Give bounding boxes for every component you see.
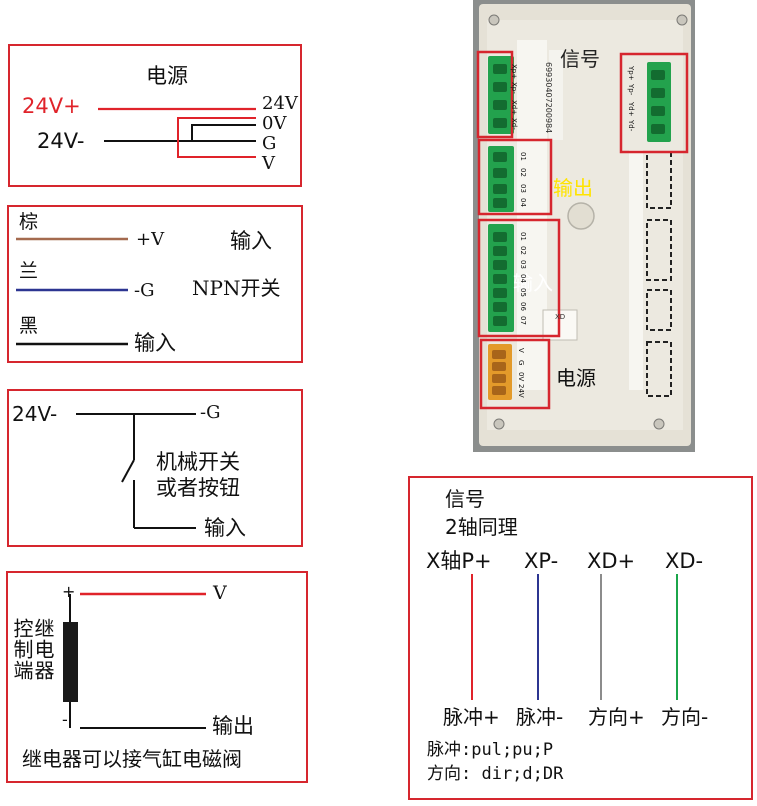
terminal-label-in-04: 04 (519, 274, 527, 283)
signal-note-pulse: 脉冲:pul;pu;P (427, 740, 554, 760)
mech-label-24v-minus: 24V- (12, 402, 58, 426)
terminal-label-in-05: 05 (519, 288, 527, 297)
power-label-24v-minus: 24V- (37, 129, 85, 153)
highlight-y-axis (619, 52, 689, 154)
power-terminal-0v: 0V (262, 113, 287, 134)
terminal-label-out-01: 01 (519, 152, 527, 161)
screw-icon (488, 14, 500, 26)
terminal-label-pwr-g: G (517, 360, 525, 366)
photo-sticker-serial: 69930407200984 (544, 62, 553, 134)
power-bridge-0v (191, 124, 256, 141)
signal-label-xd-plus: XD+ (587, 549, 636, 573)
npn-minus-g-label: -G (134, 280, 155, 301)
mech-switch-contact (121, 459, 135, 483)
screw-icon (676, 14, 688, 26)
mechanical-switch-panel (7, 389, 303, 547)
mech-label-minus-g: -G (200, 402, 221, 423)
power-terminal-24v: 24V (262, 93, 298, 114)
screw-icon (493, 418, 505, 430)
terminal-label-in-02: 02 (519, 246, 527, 255)
signal-bottom-dir-minus: 方向- (661, 705, 709, 729)
power-label-24v-plus: 24V+ (22, 94, 81, 118)
terminal-label-out-02: 02 (519, 168, 527, 177)
signal-bottom-dir-plus: 方向+ (588, 705, 645, 729)
terminal-label-pwr-24v: 24V (517, 384, 525, 398)
signal-label-xd-minus: XD- (665, 549, 704, 573)
terminal-block-y-axis (647, 62, 671, 142)
signal-label-xp-plus: X轴P+ (426, 549, 492, 573)
signal-title: 信号 (445, 487, 485, 511)
npn-plus-v-label: +V (136, 229, 165, 250)
highlight-signal (476, 50, 514, 139)
photo-sticker-model: XD (555, 313, 566, 321)
power-title: 电源 (146, 64, 188, 88)
npn-input-label-right: 输入 (230, 229, 272, 253)
terminal-label-pwr-0v: 0V (517, 372, 525, 382)
npn-input-label-bottom: 输入 (134, 331, 176, 355)
npn-wire-black-label: 黑 (19, 315, 39, 337)
signal-note-direction: 方向: dir;d;DR (427, 764, 564, 784)
photo-label-input: 输入 (513, 271, 553, 295)
signal-wiring-panel (408, 476, 753, 800)
terminal-label-yd-plus: Yd+ (627, 102, 635, 117)
terminal-label-pwr-v: V (517, 348, 525, 353)
terminal-label-in-06: 06 (519, 302, 527, 311)
relay-coil (63, 622, 78, 702)
relay-output-label: 输出 (212, 714, 254, 738)
relay-v-label: V (213, 582, 227, 604)
signal-bottom-pulse-minus: 脉冲- (516, 705, 564, 729)
power-terminal-v: V (262, 153, 275, 174)
highlight-input (477, 218, 561, 338)
terminal-label-out-04: 04 (519, 198, 527, 207)
relay-panel (6, 571, 308, 783)
relay-minus-label: - (62, 710, 68, 729)
relay-plus-label: + (62, 582, 76, 601)
terminal-label-in-01: 01 (519, 232, 527, 241)
controller-photo (473, 0, 695, 452)
relay-vertical-text-2: 继电器 (31, 618, 55, 681)
terminal-label-xd-minus: Xd- (510, 118, 518, 130)
mech-caption-line2: 或者按钮 (156, 476, 240, 500)
photo-label-output: 输出 (553, 176, 593, 200)
terminal-label-in-07: 07 (519, 316, 527, 325)
npn-switch-label: NPN开关 (192, 276, 281, 300)
npn-switch-panel (7, 205, 303, 363)
terminal-label-yd-minus: Yd- (627, 120, 635, 132)
signal-label-xp-minus: XP- (524, 549, 559, 573)
mech-caption-line1: 机械开关 (156, 450, 240, 474)
relay-caption: 继电器可以接气缸电磁阀 (22, 747, 242, 771)
terminal-label-yp-minus: Yp- (627, 84, 635, 96)
terminal-block-output (488, 146, 514, 212)
mech-input-label: 输入 (204, 516, 246, 540)
power-wiring-panel (8, 44, 302, 187)
reset-button-icon (567, 202, 595, 230)
highlight-output (477, 138, 553, 216)
npn-wire-blue-label: 兰 (19, 260, 39, 282)
npn-wire-brown-label: 棕 (19, 211, 39, 233)
photo-label-power: 电源 (556, 366, 596, 390)
terminal-label-in-03: 03 (519, 260, 527, 269)
photo-label-signal: 信号 (560, 47, 600, 71)
power-terminal-g: G (262, 133, 277, 154)
signal-subtitle: 2轴同理 (445, 515, 518, 539)
highlight-power (479, 338, 551, 410)
terminal-block-signal (488, 56, 514, 134)
terminal-label-xp-plus: Xp+ (510, 64, 518, 80)
terminal-label-xp-minus: Xp- (510, 82, 518, 94)
relay-vertical-text-1: 控制端 (10, 618, 34, 681)
terminal-label-out-03: 03 (519, 184, 527, 193)
terminal-label-yp-plus: Yp+ (627, 66, 635, 81)
terminal-label-xd-plus: Xd+ (510, 100, 518, 116)
power-bridge-red (177, 117, 256, 158)
screw-icon (653, 418, 665, 430)
signal-bottom-pulse-plus: 脉冲+ (443, 705, 500, 729)
